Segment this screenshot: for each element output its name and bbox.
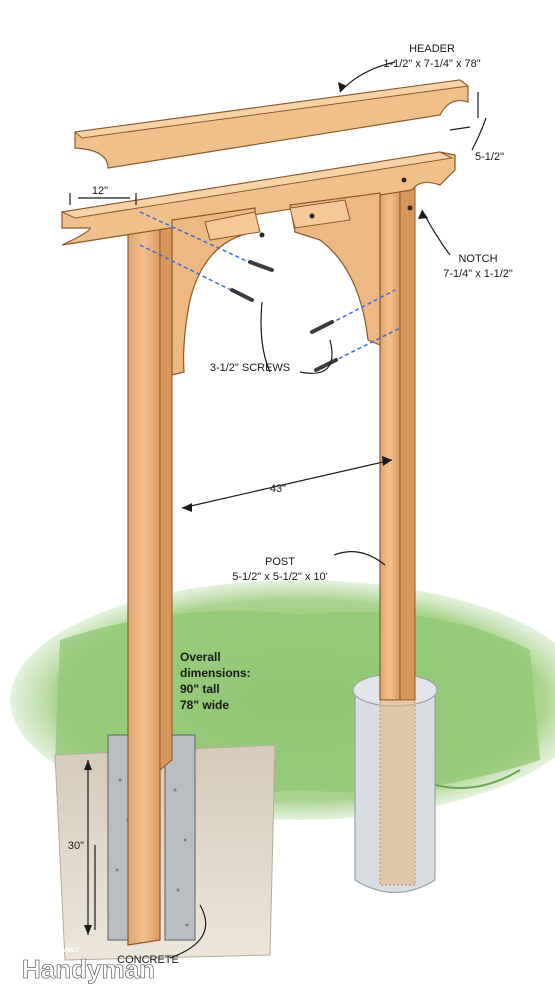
post-label: POST 5-1/2" x 5-1/2" x 10' (232, 556, 328, 583)
notch-label-title: NOTCH (458, 253, 497, 265)
logo-main-text: Handyman (22, 954, 155, 984)
dimension-12-label: 12" (92, 185, 108, 197)
overall-dimensions-note: Overall dimensions: 90" tall 78" wide (180, 650, 251, 712)
overall-line-3: 90" tall (180, 682, 220, 696)
dimension-43-label: 43" (270, 483, 286, 495)
header-label-dims: 1-1/2" x 7-1/4" x 78" (383, 58, 480, 70)
screws-label: 3-1/2" SCREWS (210, 362, 290, 374)
overall-line-4: 78" wide (180, 698, 229, 712)
right-post (379, 159, 416, 886)
screw-icon (230, 177, 413, 372)
overall-line-1: Overall (180, 650, 221, 664)
post-label-title: POST (265, 556, 295, 568)
logo-small-text: THE FAMILY (44, 948, 79, 954)
dimension-30-label: 30" (68, 840, 84, 852)
header-label: HEADER 1-1/2" x 7-1/4" x 78" (383, 43, 480, 70)
family-handyman-logo: THE FAMILY Handyman (22, 948, 156, 984)
overall-line-2: dimensions: (180, 666, 251, 680)
notch-label: NOTCH 7-1/4" x 1-1/2" (443, 253, 513, 280)
notch-label-dims: 7-1/4" x 1-1/2" (443, 268, 513, 280)
left-brace (171, 207, 261, 376)
upper-header (73, 79, 470, 169)
dimension-lines (69, 61, 487, 959)
post-label-dims: 5-1/2" x 5-1/2" x 10' (232, 571, 328, 583)
concrete-label: CONCRETE (117, 954, 179, 966)
dimension-arrows (84, 82, 428, 935)
header-label-title: HEADER (409, 43, 455, 55)
dimension-5-half-label: 5-1/2" (475, 151, 504, 163)
right-brace (289, 192, 381, 346)
